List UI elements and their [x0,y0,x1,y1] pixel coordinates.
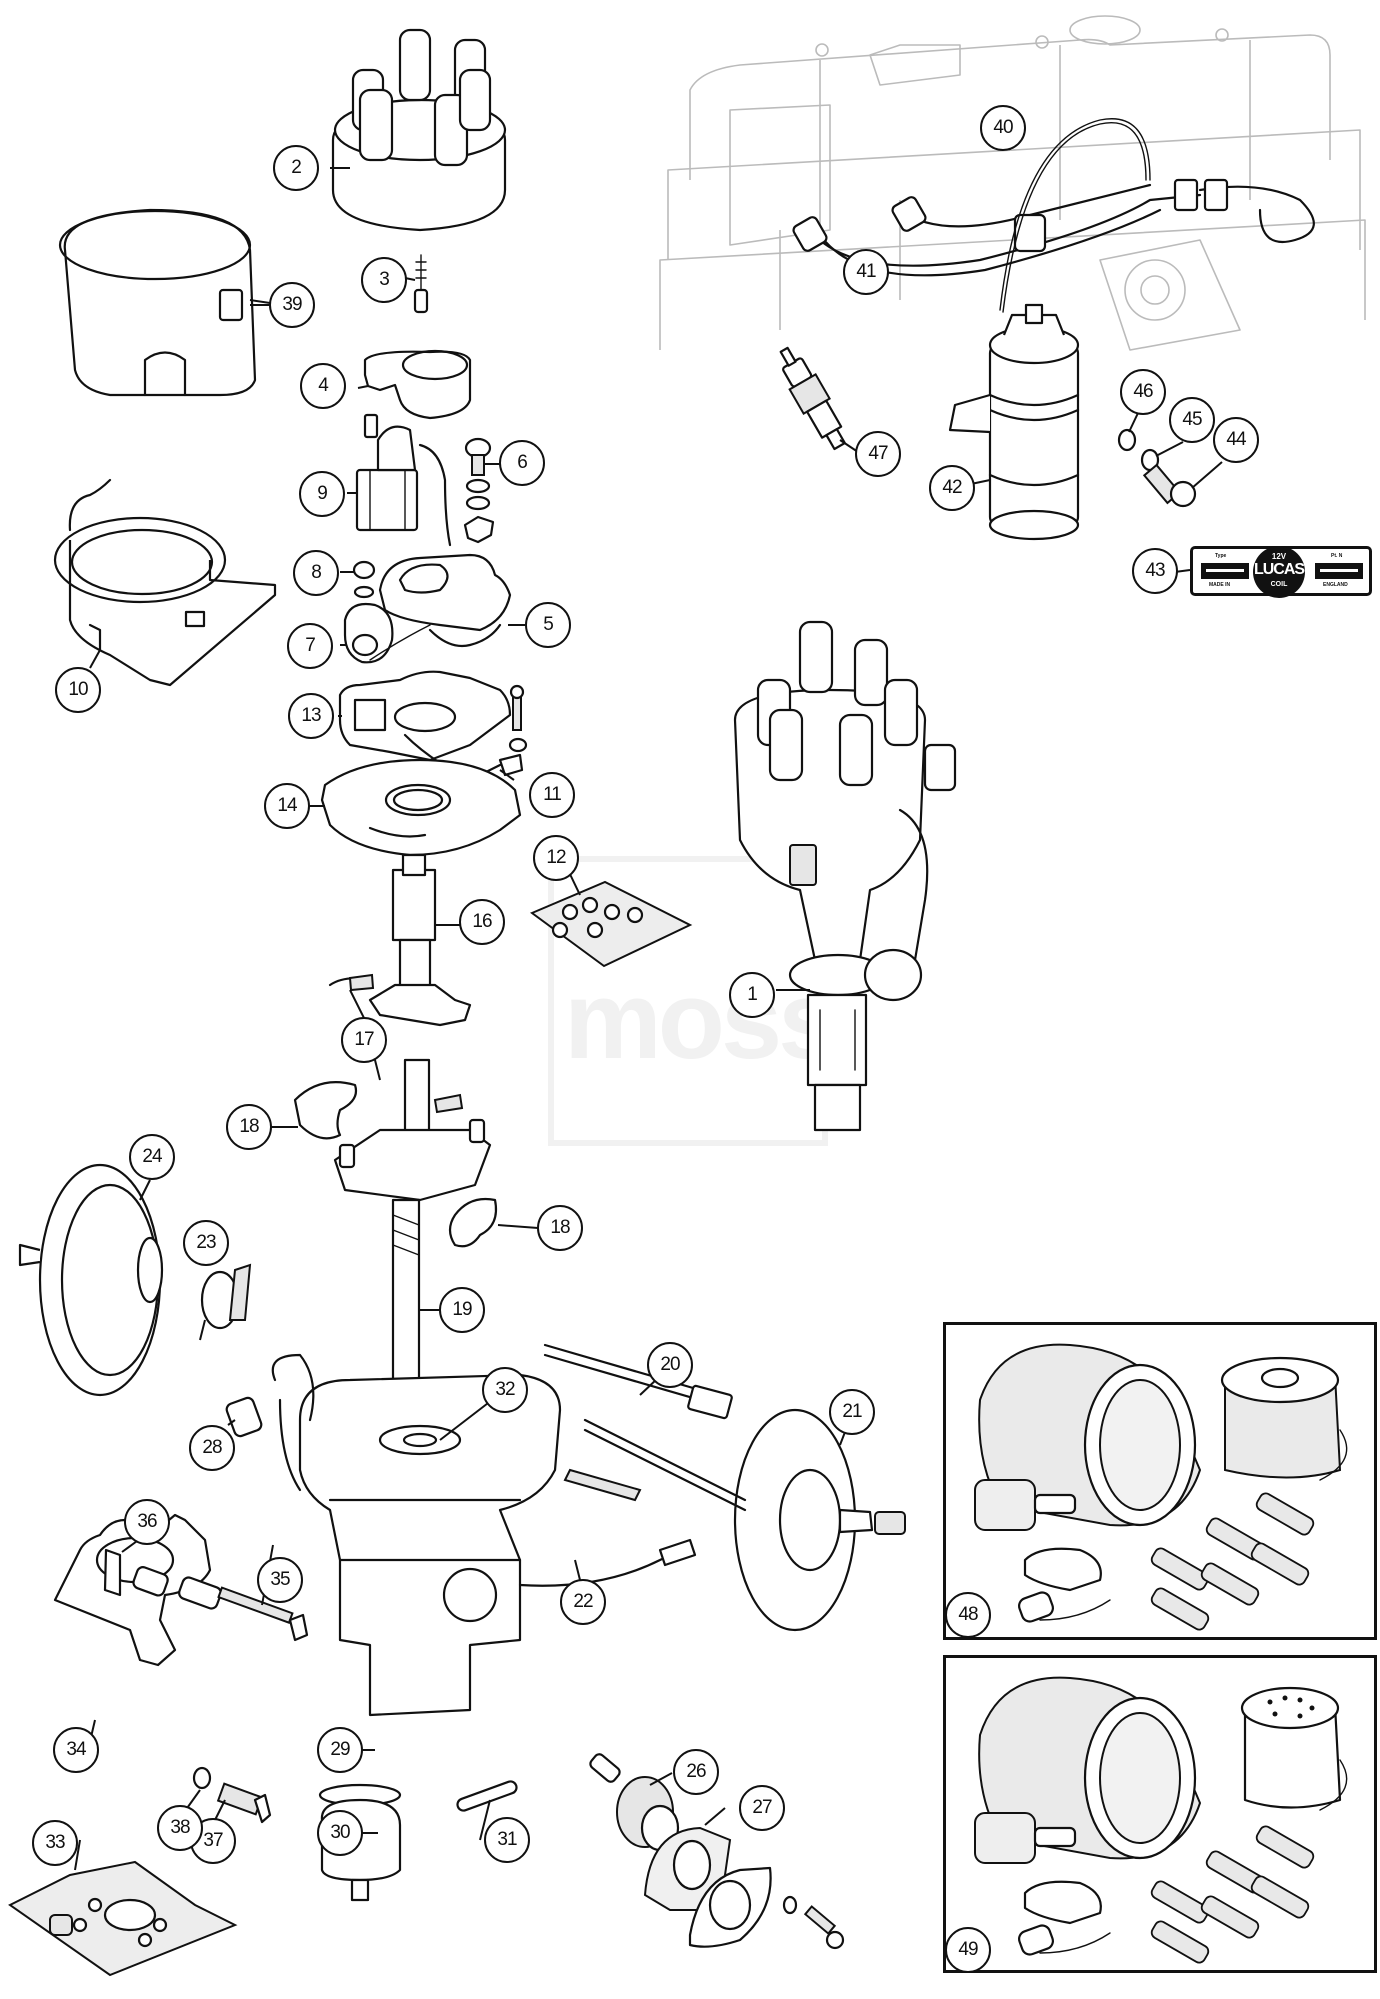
callout-22[interactable]: 22 [560,1579,606,1625]
lucas-coil-badge: Type MADE IN 12V LUCAS COIL Pt. N ENGLAN… [1190,546,1372,598]
callout-7[interactable]: 7 [287,623,333,669]
callout-46[interactable]: 46 [1120,369,1166,415]
callout-29[interactable]: 29 [317,1727,363,1773]
callout-32[interactable]: 32 [482,1367,528,1413]
callout-28[interactable]: 28 [189,1425,235,1471]
callout-44[interactable]: 44 [1213,417,1259,463]
callout-48[interactable]: 48 [945,1592,991,1638]
callout-10[interactable]: 10 [55,667,101,713]
callout-18-upper[interactable]: 18 [226,1104,272,1150]
coil-bolt-illustration [1117,428,1197,508]
callout-34[interactable]: 34 [53,1727,99,1773]
callout-17[interactable]: 17 [341,1017,387,1063]
contact-set-illustration [343,553,512,664]
drive-gear-illustration [589,1753,845,1950]
kit-48-illustration [974,1343,1348,1631]
callout-27[interactable]: 27 [739,1785,785,1831]
dust-cover-illustration [53,478,277,687]
callout-8[interactable]: 8 [293,550,339,596]
vacuum-unit-illustration [518,1343,906,1632]
callout-38[interactable]: 38 [157,1805,203,1851]
kit-49-illustration [974,1676,1348,1964]
callout-12[interactable]: 12 [533,835,579,881]
callout-11[interactable]: 11 [529,772,575,818]
callout-20[interactable]: 20 [647,1342,693,1388]
badge-right-plate [1315,563,1363,579]
callout-30[interactable]: 30 [317,1810,363,1856]
rotor-arm-illustration [363,349,472,420]
cap-shield-illustration [58,208,257,397]
engine-block-illustration [659,15,1366,351]
moving-plate-illustration [320,758,522,857]
callout-26[interactable]: 26 [673,1749,719,1795]
vacuum-diaphragm-illustration [18,1163,252,1397]
callout-24[interactable]: 24 [129,1134,175,1180]
carbon-brush-illustration [413,254,429,314]
baseplate-illustration [338,670,528,782]
callout-39[interactable]: 39 [269,282,315,328]
badge-left-top: Type [1215,553,1227,559]
screw-washers-illustration [463,437,495,544]
ignition-coil-illustration [948,303,1080,541]
callout-1[interactable]: 1 [729,972,775,1018]
callout-3[interactable]: 3 [361,257,407,303]
callout-18-lower[interactable]: 18 [537,1205,583,1251]
badge-type: COIL [1270,581,1288,588]
callout-5[interactable]: 5 [525,602,571,648]
callout-43[interactable]: 43 [1132,548,1178,594]
badge-right-top: Pt. N [1331,553,1343,559]
parts-bag-illustration [8,880,693,1977]
callout-16[interactable]: 16 [459,899,505,945]
clamp-bolt-illustration [192,1766,272,1824]
callout-49[interactable]: 49 [945,1927,991,1973]
callout-42[interactable]: 42 [929,465,975,511]
badge-logo-disc: 12V LUCAS COIL [1253,546,1305,598]
condenser-illustration [355,413,452,547]
callout-9[interactable]: 9 [299,471,345,517]
callout-13[interactable]: 13 [288,693,334,739]
bob-weight-illustration [293,1081,498,1248]
callout-33[interactable]: 33 [32,1820,78,1866]
callout-35[interactable]: 35 [257,1557,303,1603]
callout-31[interactable]: 31 [484,1817,530,1863]
spark-plug-illustration [779,346,846,451]
callout-41[interactable]: 41 [843,249,889,295]
assembled-distributor-illustration [733,620,957,1132]
callout-36[interactable]: 36 [124,1499,170,1545]
clamp-plate-illustration [53,1513,309,1667]
badge-left-plate [1201,563,1249,579]
badge-brand: LUCAS [1253,561,1305,578]
shaft-cam-illustration [328,853,472,1027]
badge-left-bottom: MADE IN [1209,582,1231,588]
distributor-cap-illustration [331,28,507,232]
callout-14[interactable]: 14 [264,783,310,829]
action-plate-illustration [333,1058,492,1202]
callout-4[interactable]: 4 [300,363,346,409]
callout-2[interactable]: 2 [273,145,319,191]
callout-23[interactable]: 23 [183,1220,229,1266]
callout-47[interactable]: 47 [855,431,901,477]
callout-21[interactable]: 21 [829,1389,875,1435]
callout-19[interactable]: 19 [439,1287,485,1333]
callout-40[interactable]: 40 [980,105,1026,151]
badge-voltage: 12V [1271,552,1287,561]
callout-45[interactable]: 45 [1169,397,1215,443]
callout-6[interactable]: 6 [499,440,545,486]
badge-right-bottom: ENGLAND [1323,582,1348,588]
